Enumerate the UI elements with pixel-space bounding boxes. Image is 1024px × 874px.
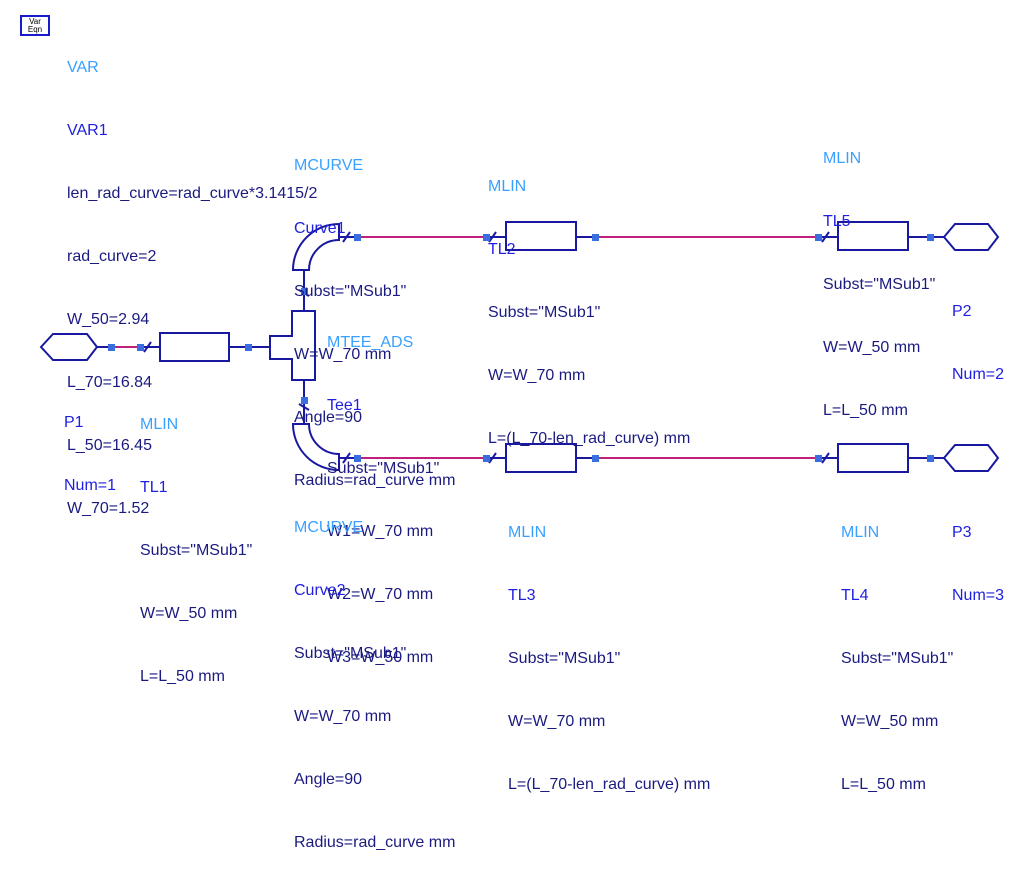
component-name: TL1: [140, 479, 168, 496]
schematic-canvas: [39, 221, 1000, 473]
param: L_50=16.45: [67, 437, 152, 454]
tl4-symbol[interactable]: [837, 443, 909, 473]
tl3-label: MLIN TL3 Subst="MSub1" W=W_70 mm L=(L_70…: [508, 480, 710, 816]
component-name: TL3: [508, 587, 536, 604]
param: W=W_50 mm: [140, 605, 238, 622]
curve2-label: MCURVE Curve2 Subst="MSub1" W=W_70 mm An…: [294, 475, 455, 874]
pin: [927, 234, 934, 241]
pin: [301, 397, 308, 404]
param: L=(L_70-len_rad_curve) mm: [508, 776, 711, 793]
param: Subst="MSub1": [488, 304, 601, 321]
param: L=(L_70-len_rad_curve) mm: [488, 430, 691, 447]
component-name: Curve1: [294, 220, 346, 237]
param: W2=W_70 mm: [327, 586, 434, 603]
component-type: VAR: [67, 59, 99, 76]
curve2-symbol[interactable]: [291, 423, 340, 472]
component-type: MLIN: [823, 150, 862, 167]
var-icon-text: Var: [29, 17, 41, 26]
p2-label: P2 Num=2: [952, 259, 1004, 406]
pin: [301, 288, 308, 295]
param: Subst="MSub1": [823, 276, 936, 293]
pin: [483, 234, 490, 241]
component-type: MLIN: [488, 178, 527, 195]
tee1-symbol[interactable]: [269, 310, 316, 381]
curve1-label: MCURVE Curve1 Subst="MSub1" W=W_70 mm An…: [294, 113, 455, 512]
param: Angle=90: [294, 771, 363, 788]
param: Num=2: [952, 366, 1005, 383]
component-type: MLIN: [841, 524, 880, 541]
curve1-symbol[interactable]: [291, 222, 340, 271]
pin: [592, 455, 599, 462]
param: W=W_50 mm: [823, 339, 921, 356]
wires: [112, 236, 818, 459]
param: Subst="MSub1": [508, 650, 621, 667]
param: Angle=90: [294, 409, 363, 426]
param: W=W_70 mm: [508, 713, 606, 730]
p3-label: P3 Num=3: [952, 480, 1004, 627]
param: Radius=rad_curve mm: [294, 834, 456, 851]
param: L=L_50 mm: [140, 668, 225, 685]
port-p2-symbol[interactable]: [942, 223, 1000, 251]
param: W=W_50 mm: [841, 713, 939, 730]
pin: [108, 344, 115, 351]
pin: [354, 455, 361, 462]
pin: [137, 344, 144, 351]
component-type: MCURVE: [294, 519, 364, 536]
param: rad_curve=2: [67, 248, 157, 265]
param: Subst="MSub1": [294, 645, 407, 662]
component-type: MLIN: [508, 524, 547, 541]
component-type: MCURVE: [294, 157, 364, 174]
param: L_70=16.84: [67, 374, 152, 391]
component-name: TL4: [841, 587, 869, 604]
var1-label: VAR VAR1 len_rad_curve=rad_curve*3.1415/…: [67, 15, 317, 540]
eqn-icon-text: Eqn: [27, 25, 43, 34]
param: W=W_70 mm: [294, 346, 392, 363]
tl2-label: MLIN TL2 Subst="MSub1" W=W_70 mm L=(L_70…: [488, 134, 690, 470]
component-name: Curve2: [294, 582, 346, 599]
pin: [245, 344, 252, 351]
param: W=W_70 mm: [294, 708, 392, 725]
component-name: P1: [64, 414, 84, 431]
component-type: MTEE_ADS: [327, 334, 414, 351]
component-name: P2: [952, 303, 972, 320]
param: Radius=rad_curve mm: [294, 472, 456, 489]
pin: [815, 234, 822, 241]
pin: [483, 455, 490, 462]
param: W_50=2.94: [67, 311, 150, 328]
pin: [354, 234, 361, 241]
param: Subst="MSub1": [841, 650, 954, 667]
param: Subst="MSub1": [294, 283, 407, 300]
pin: [815, 455, 822, 462]
param: Num=1: [64, 477, 117, 494]
param: Num=3: [952, 587, 1005, 604]
component-name: TL5: [823, 213, 851, 230]
pin: [592, 234, 599, 241]
tl5-label: MLIN TL5 Subst="MSub1" W=W_50 mm L=L_50 …: [823, 106, 935, 442]
param: Subst="MSub1": [327, 460, 440, 477]
param: W=W_70 mm: [488, 367, 586, 384]
param: W_70=1.52: [67, 500, 150, 517]
component-name: Tee1: [327, 397, 362, 414]
param: L=L_50 mm: [841, 776, 926, 793]
component-type: MLIN: [140, 416, 179, 433]
param: len_rad_curve=rad_curve*3.1415/2: [67, 185, 318, 202]
pin: [927, 455, 934, 462]
param: L=L_50 mm: [823, 402, 908, 419]
param: W1=W_70 mm: [327, 523, 434, 540]
component-name: VAR1: [67, 122, 108, 139]
component-name: P3: [952, 524, 972, 541]
p1-label: P1 Num=1: [64, 370, 116, 517]
component-name: TL2: [488, 241, 516, 258]
port-p3-symbol[interactable]: [942, 444, 1000, 472]
var-eqn-icon[interactable]: Var Eqn: [20, 15, 50, 36]
param: Subst="MSub1": [140, 542, 253, 559]
tl4-label: MLIN TL4 Subst="MSub1" W=W_50 mm L=L_50 …: [841, 480, 953, 816]
tl1-label: MLIN TL1 Subst="MSub1" W=W_50 mm L=L_50 …: [140, 372, 252, 708]
pins: [108, 234, 934, 462]
